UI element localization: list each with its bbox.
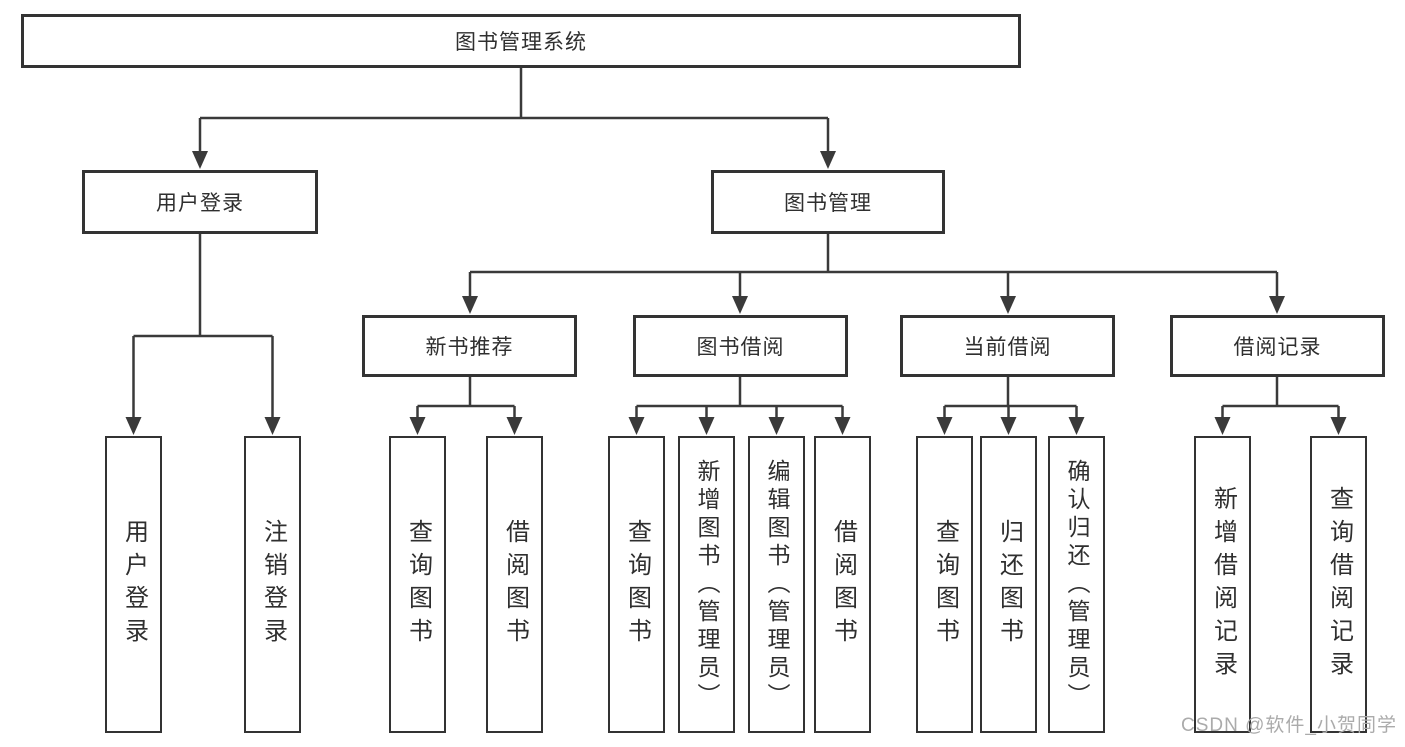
leaf-label: 新增图书（管理员） — [694, 458, 720, 711]
connector-newbooks-to-leaves — [416, 376, 516, 421]
leaf-logout: 注销登录 — [244, 436, 301, 733]
leaf-query-books-borrow: 查询图书 — [608, 436, 665, 733]
leaf-label: 注销登录 — [259, 518, 287, 651]
leaf-user-login: 用户登录 — [105, 436, 162, 733]
leaf-return-books: 归还图书 — [980, 436, 1037, 733]
node-new-book-recommend: 新书推荐 — [362, 315, 577, 377]
node-new-book-recommend-label: 新书推荐 — [425, 336, 514, 359]
node-book-management: 图书管理 — [711, 170, 945, 234]
leaf-label: 查询图书 — [931, 518, 959, 651]
leaf-add-borrow-record: 新增借阅记录 — [1194, 436, 1251, 733]
node-root-label: 图书管理系统 — [455, 31, 587, 54]
leaf-label: 借阅图书 — [501, 518, 529, 651]
leaf-confirm-return-admin: 确认归还（管理员） — [1048, 436, 1105, 733]
node-book-borrow: 图书借阅 — [633, 315, 848, 377]
node-book-management-label: 图书管理 — [784, 192, 872, 215]
leaf-edit-books-admin: 编辑图书（管理员） — [748, 436, 805, 733]
arrowheads — [125, 151, 1347, 435]
node-current-borrow-label: 当前借阅 — [963, 336, 1052, 359]
node-book-borrow-label: 图书借阅 — [696, 336, 785, 359]
connector-records-to-leaves — [1221, 376, 1340, 421]
connector-root-to-level2 — [198, 67, 830, 156]
connector-userlogin-to-leaves — [132, 233, 274, 421]
leaf-label: 查询图书 — [623, 518, 651, 651]
connector-bookmgmt-to-level3 — [468, 233, 1279, 300]
leaf-query-books-recommend: 查询图书 — [389, 436, 446, 733]
node-user-login: 用户登录 — [82, 170, 318, 234]
connector-current-to-leaves — [943, 376, 1078, 421]
node-current-borrow: 当前借阅 — [900, 315, 1115, 377]
leaf-label: 查询图书 — [404, 518, 432, 651]
leaf-label: 查询借阅记录 — [1325, 485, 1353, 684]
leaf-label: 编辑图书（管理员） — [764, 458, 790, 711]
leaf-label: 新增借阅记录 — [1209, 485, 1237, 684]
leaf-borrow-books-recommend: 借阅图书 — [486, 436, 543, 733]
leaf-label: 用户登录 — [120, 518, 148, 651]
leaf-label: 归还图书 — [995, 518, 1023, 651]
leaf-add-books-admin: 新增图书（管理员） — [678, 436, 735, 733]
node-root-system: 图书管理系统 — [21, 14, 1021, 68]
node-user-login-label: 用户登录 — [156, 192, 244, 215]
leaf-label: 确认归还（管理员） — [1064, 458, 1090, 711]
leaf-query-books-current: 查询图书 — [916, 436, 973, 733]
node-borrow-records-label: 借阅记录 — [1233, 336, 1322, 359]
connector-borrowing-to-leaves — [635, 376, 844, 421]
leaf-borrow-books: 借阅图书 — [814, 436, 871, 733]
csdn-watermark: CSDN @软件_小贺同学 — [1181, 715, 1397, 736]
leaf-query-borrow-record: 查询借阅记录 — [1310, 436, 1367, 733]
leaf-label: 借阅图书 — [829, 518, 857, 651]
node-borrow-records: 借阅记录 — [1170, 315, 1385, 377]
